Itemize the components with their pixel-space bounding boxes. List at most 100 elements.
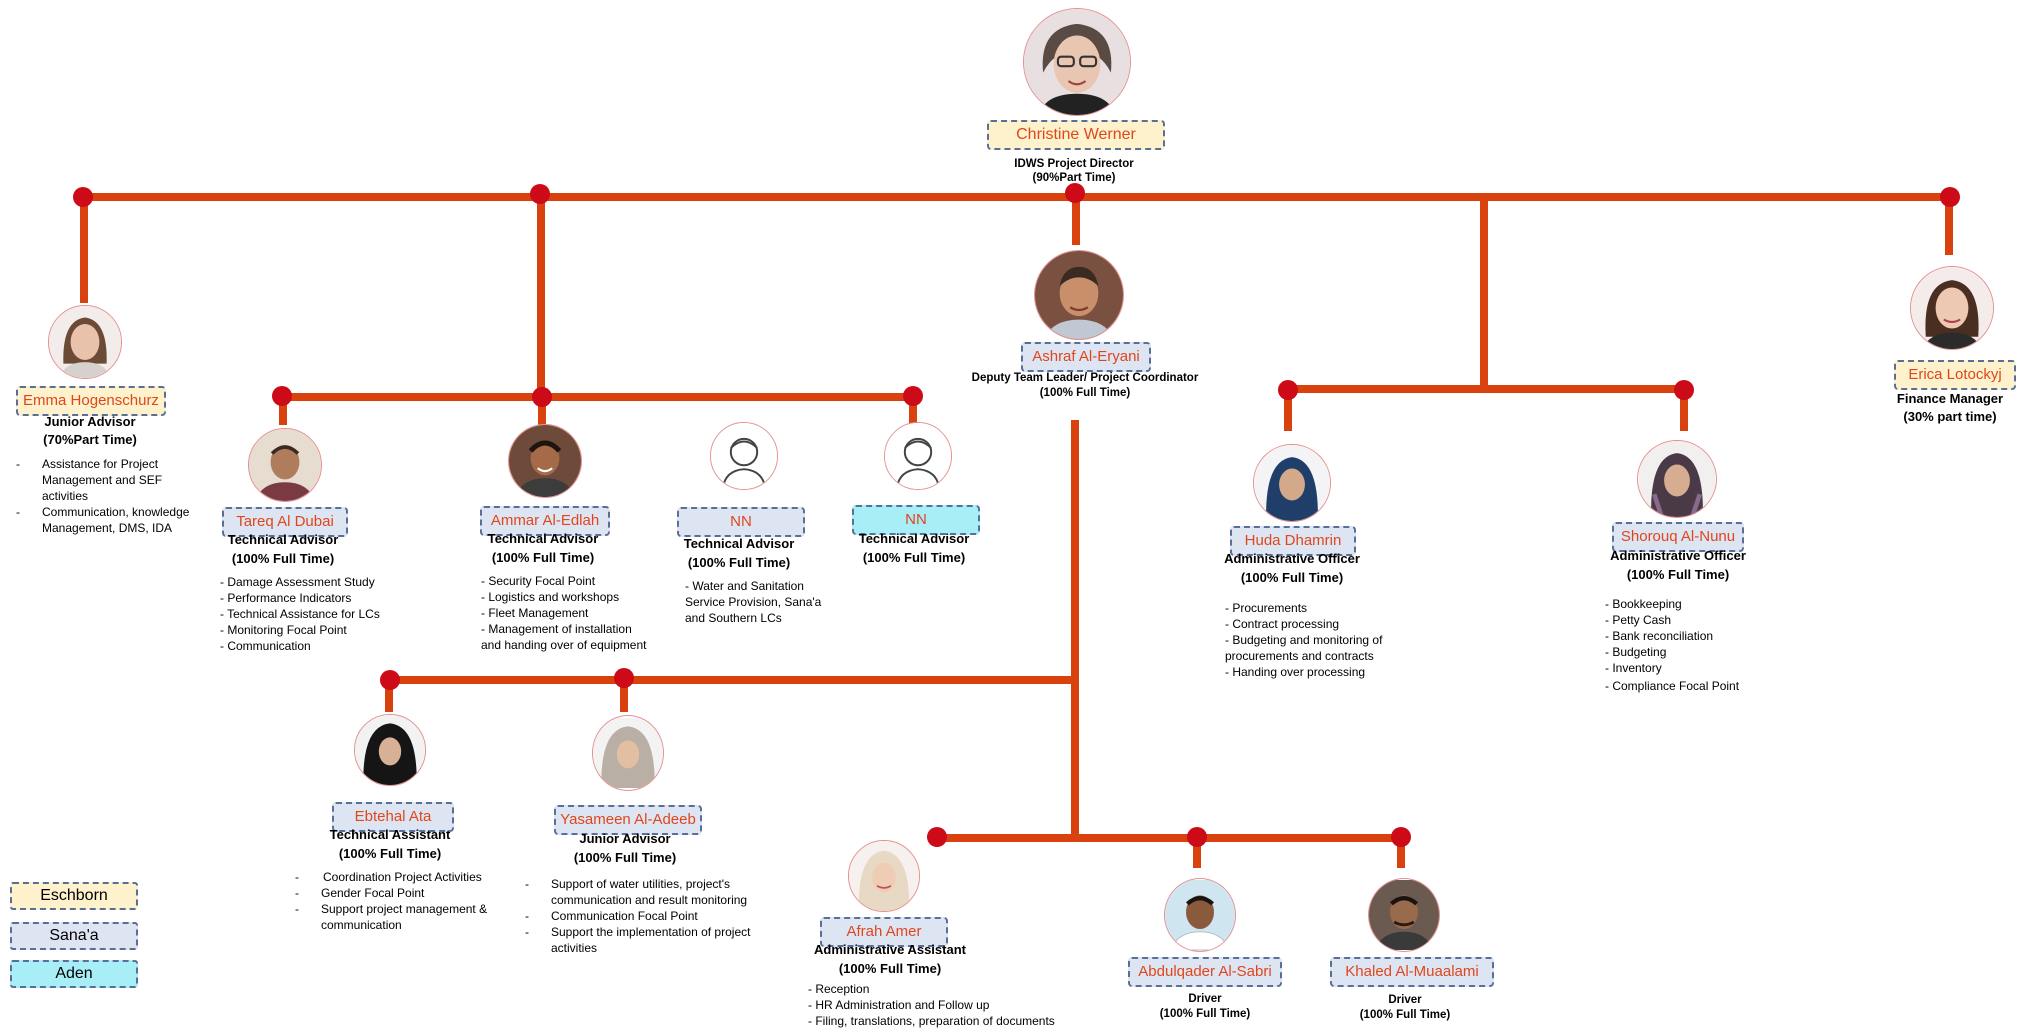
erica-lotockyj-name: Erica Lotockyj: [1894, 360, 2016, 390]
shorouq-al-nunu-name: Shorouq Al-Nunu: [1612, 522, 1744, 552]
duty-item: - HR Administration and Follow up: [808, 998, 990, 1012]
connector: [1680, 389, 1688, 431]
nn-name: NN: [852, 505, 980, 535]
huda-dhamrin-name: Huda Dhamrin: [1230, 526, 1356, 556]
yasameen-title: Junior Advisor: [579, 831, 671, 846]
duty-item: - Bookkeeping: [1605, 597, 1682, 611]
duty-item: - Performance Indicators: [220, 591, 352, 605]
top-connector: [82, 193, 1952, 201]
huda-dhamrin-photo: [1253, 444, 1331, 522]
huda-time: (100% Full Time): [1240, 570, 1344, 585]
duty-item: - Handing over processing: [1225, 665, 1366, 679]
nn-name: NN: [677, 507, 805, 537]
emma-time: (70%Part Time): [43, 432, 137, 447]
connector-node: [1187, 827, 1207, 847]
connector-node: [614, 668, 634, 688]
duty-item: Support project management & communicati…: [295, 901, 505, 933]
connector-node: [903, 386, 923, 406]
emma-hogenschurz-photo: [48, 305, 122, 379]
duty-item: - Compliance Focal Point: [1605, 679, 1740, 693]
ammar-duties: - Security Focal Point - Logistics and w…: [481, 573, 646, 653]
connector: [909, 397, 917, 425]
ashraf-time: (100% Full Time): [1039, 387, 1131, 399]
afrah-duties: - Reception - HR Administration and Foll…: [808, 981, 1055, 1029]
connector-node: [380, 670, 400, 690]
duty-item: - Inventory: [1605, 661, 1662, 675]
connector: [1284, 389, 1292, 431]
duty-item: - Logistics and workshops: [481, 590, 620, 604]
connector: [80, 197, 88, 303]
tareq-duties: - Damage Assessment Study - Performance …: [220, 574, 380, 654]
nn-title: Technical Advisor: [858, 531, 970, 546]
ebtehal-ata-name: Ebtehal Ata: [332, 802, 454, 832]
admin-connector: [1286, 385, 1684, 393]
duty-item: - Fleet Management: [481, 606, 589, 620]
connector-node: [73, 187, 93, 207]
duty-item: Support of water utilities, project's co…: [525, 876, 755, 908]
emma-hogenschurz-name: Emma Hogenschurz: [16, 386, 166, 416]
coordinator-connector: [1071, 420, 1079, 840]
nn-placeholder-photo: [710, 422, 778, 490]
connector-node: [1278, 380, 1298, 400]
ammar-title: Technical Advisor: [487, 531, 599, 546]
nn-time: (100% Full Time): [862, 550, 966, 565]
connector-node: [1391, 827, 1411, 847]
tareq-time: (100% Full Time): [231, 551, 335, 566]
duty-item: - Damage Assessment Study: [220, 575, 375, 589]
afrah-title: Administrative Assistant: [814, 942, 966, 957]
ashraf-al-eryani-photo: [1034, 250, 1124, 340]
ashraf-al-eryani-name: Ashraf Al-Eryani: [1021, 342, 1151, 372]
khaled-time: (100% Full Time): [1359, 1009, 1451, 1021]
emma-title: Junior Advisor: [44, 414, 136, 429]
huda-duties: - Procurements - Contract processing - B…: [1225, 600, 1382, 680]
duty-item: - Security Focal Point: [481, 574, 596, 588]
connector: [1397, 838, 1405, 868]
duty-item: - Communication: [220, 639, 311, 653]
director-time: (90%Part Time): [1032, 172, 1116, 184]
connector-node: [272, 386, 292, 406]
nn-duties: - Water and Sanitation Service Provision…: [685, 578, 821, 626]
nn-time: (100% Full Time): [687, 555, 791, 570]
connector: [1945, 197, 1953, 255]
erica-time: (30% part time): [1903, 409, 1997, 424]
duty-item: - Filing, translations, preparation of d…: [808, 1014, 1055, 1028]
duty-item: - Bank reconciliation: [1605, 629, 1714, 643]
duty-item: Gender Focal Point: [295, 885, 505, 901]
duty-item: - Water and Sanitation: [685, 579, 804, 593]
duty-item: and Southern LCs: [685, 611, 782, 625]
shorouq-time: (100% Full Time): [1626, 567, 1730, 582]
duty-item: Communication, knowledge Management, DMS…: [16, 504, 196, 536]
ebtehal-ata-photo: [354, 714, 426, 786]
connector: [538, 397, 546, 425]
ammar-al-edlah-photo: [508, 424, 582, 498]
afrah-amer-name: Afrah Amer: [820, 917, 948, 947]
connector: [279, 397, 287, 425]
christine-werner-photo: [1023, 8, 1131, 116]
legend-aden: Aden: [10, 960, 138, 988]
erica-title: Finance Manager: [1896, 391, 2004, 406]
shorouq-title: Administrative Officer: [1610, 548, 1746, 563]
abdulqader-al-sabri-name: Abdulqader Al-Sabri: [1128, 957, 1282, 987]
abdulqader-al-sabri-photo: [1164, 878, 1236, 952]
ammar-al-edlah-name: Ammar Al-Edlah: [480, 506, 610, 536]
connector-node: [532, 387, 552, 407]
connector: [385, 680, 393, 712]
assistants-connector: [388, 676, 1075, 684]
ashraf-title: Deputy Team Leader/ Project Coordinator: [971, 372, 1199, 384]
connector: [1480, 197, 1488, 389]
legend-sanaa: Sana'a: [10, 922, 138, 950]
duty-item: Communication Focal Point: [525, 908, 755, 924]
christine-werner-name: Christine Werner: [987, 120, 1165, 150]
tareq-al-dubai-name: Tareq Al Dubai: [222, 507, 348, 537]
connector-node: [927, 827, 947, 847]
duty-item: - Budgeting and monitoring of: [1225, 633, 1383, 647]
ebtehal-time: (100% Full Time): [338, 846, 442, 861]
duty-item: Assistance for Project Management and SE…: [16, 456, 196, 504]
connector-node: [1674, 380, 1694, 400]
connector: [1072, 193, 1080, 245]
shorouq-duties: - Bookkeeping - Petty Cash - Bank reconc…: [1605, 596, 1739, 694]
duty-item: procurements and contracts: [1225, 649, 1374, 663]
nn-title: Technical Advisor: [683, 536, 795, 551]
tareq-title: Technical Advisor: [227, 532, 339, 547]
connector-node: [530, 184, 550, 204]
